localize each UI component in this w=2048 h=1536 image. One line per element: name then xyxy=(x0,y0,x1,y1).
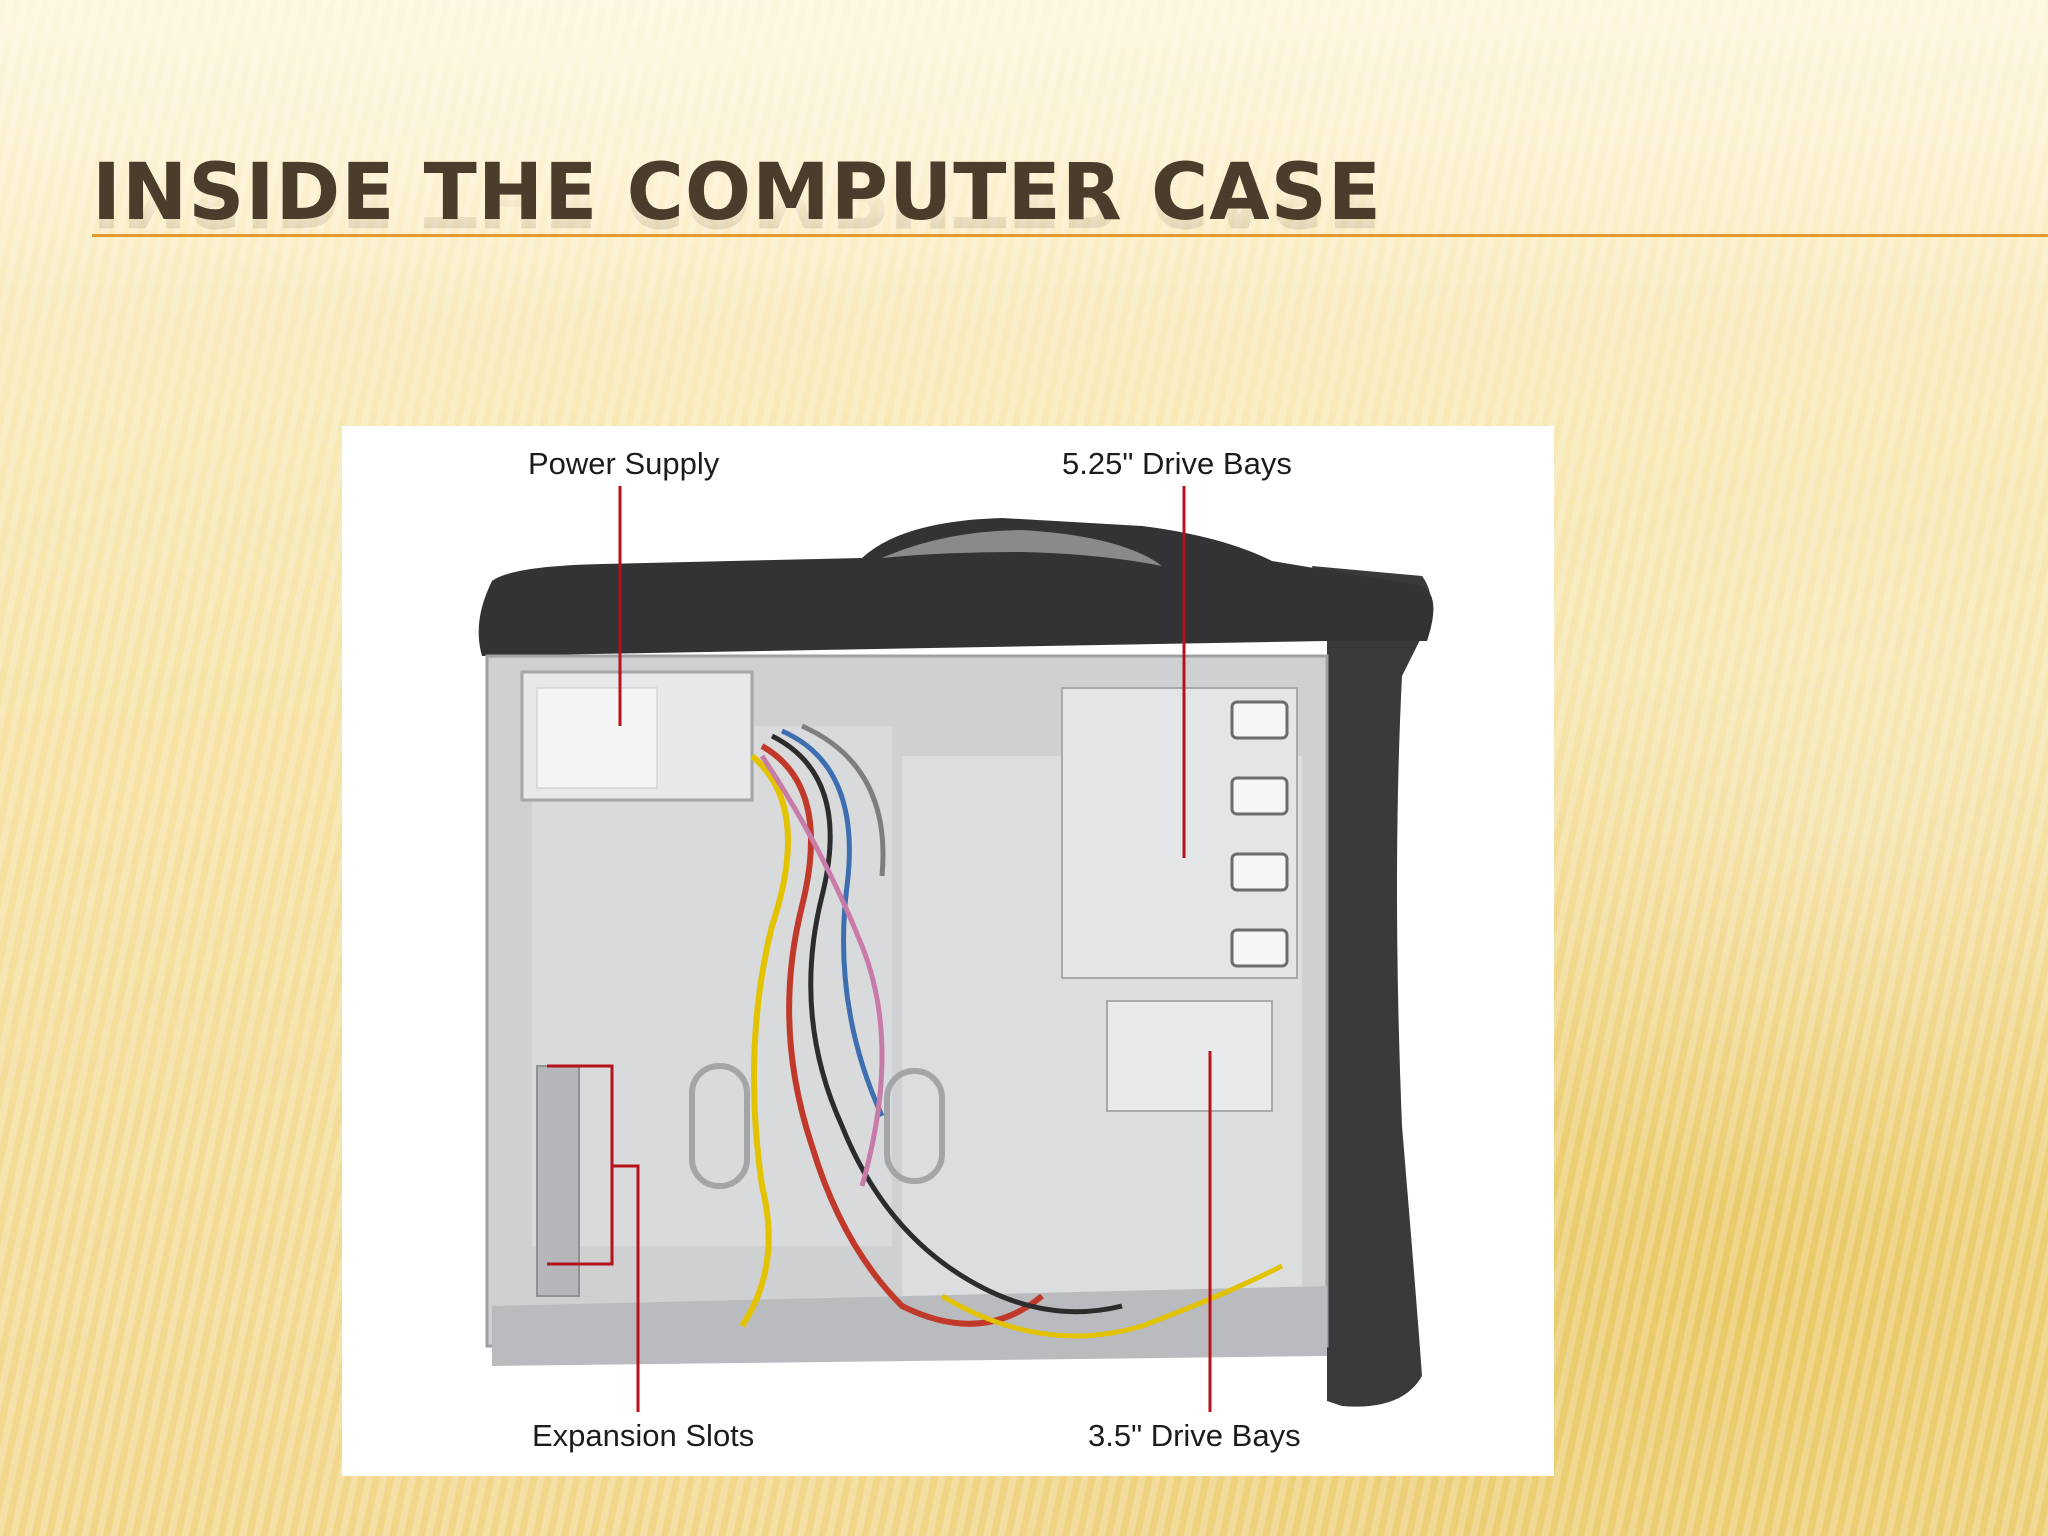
label-power-supply: Power Supply xyxy=(528,446,720,481)
drive-bay-slot xyxy=(1230,776,1289,816)
power-cable-pink xyxy=(759,754,885,1187)
expansion-slot-covers xyxy=(536,1065,580,1297)
computer-case-figure: Power Supply 5.25" Drive Bays Expansion … xyxy=(342,426,1554,1476)
drive-bay-slot xyxy=(1230,852,1289,892)
background-top-band xyxy=(0,0,2048,300)
drive-bay-slot xyxy=(1230,928,1289,968)
motherboard-tray xyxy=(532,726,892,1246)
power-cable-yellow xyxy=(739,753,791,1328)
cable-cutout xyxy=(884,1068,945,1184)
drive-cable xyxy=(940,1263,1284,1339)
case-handle xyxy=(882,530,1162,566)
callout-bracket-slots-2 xyxy=(612,1164,640,1412)
power-supply-sticker xyxy=(536,687,658,789)
case-top-cover xyxy=(478,518,1434,656)
power-cable-black xyxy=(770,733,1123,1315)
computer-case-illustration xyxy=(478,486,1434,1412)
power-cable-gray xyxy=(800,723,886,877)
slide-title: INSIDE THE COMPUTER CASE xyxy=(92,148,1383,238)
drive-bay-slot xyxy=(1230,700,1289,740)
label-525-drive-bays: 5.25" Drive Bays xyxy=(1062,446,1292,481)
drive-cage-35 xyxy=(1106,1000,1273,1112)
cable-cutout xyxy=(689,1063,750,1189)
label-35-drive-bays: 3.5" Drive Bays xyxy=(1088,1418,1301,1453)
case-front-bezel xyxy=(1312,566,1431,1407)
slide-title-reflection: INSIDE THE COMPUTER CASE xyxy=(92,152,1383,242)
label-expansion-slots: Expansion Slots xyxy=(532,1418,755,1453)
power-cable-blue xyxy=(780,728,885,1118)
title-underline xyxy=(92,234,2048,237)
